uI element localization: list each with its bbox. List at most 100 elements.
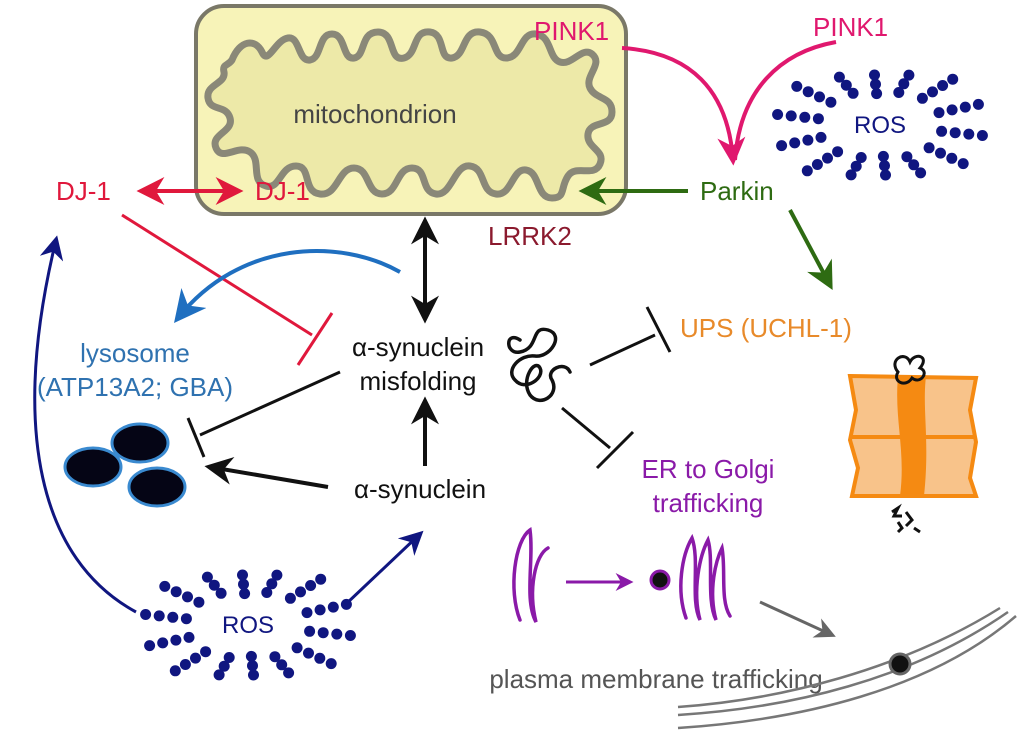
ros-dot xyxy=(305,580,317,591)
ros-dot xyxy=(871,88,883,100)
mitochondrion-cristae xyxy=(204,28,616,202)
ros-dot xyxy=(303,647,314,659)
ros-dot xyxy=(814,91,825,103)
lysosome-label-line2: (ATP13A2; GBA) xyxy=(37,372,233,402)
ros-dot xyxy=(344,630,356,641)
dj1-right-label: DJ-1 xyxy=(255,176,310,206)
synuclein-label: α-synuclein xyxy=(354,474,486,504)
ros-dot xyxy=(167,611,179,623)
ros-dot xyxy=(850,160,862,172)
ros-dot xyxy=(915,167,927,179)
ros-dot xyxy=(825,96,837,108)
synuclein-to-lysosome-arrow xyxy=(204,456,329,489)
ros-dot xyxy=(822,152,833,164)
ros-dot xyxy=(170,586,182,598)
ros-dot xyxy=(190,652,201,664)
parkin-to-ups-arrow xyxy=(788,209,833,290)
ros-dot xyxy=(933,107,945,119)
parkin-label: Parkin xyxy=(700,176,774,206)
ros-dot xyxy=(785,110,797,122)
ros-dot xyxy=(972,98,984,110)
dj1-inhibits-misfolding xyxy=(121,213,334,366)
pink1-inner-to-parkin-arrow xyxy=(621,46,746,166)
ros-to-dj1-arrow xyxy=(33,235,137,614)
ros-dot xyxy=(276,659,288,671)
ros-dot xyxy=(869,69,880,81)
plasma-membrane-icon xyxy=(677,606,1017,730)
ros-dot xyxy=(284,592,296,604)
misfolding-label-line1: α-synuclein xyxy=(352,332,484,362)
vesicle-plasma-membrane xyxy=(888,652,912,676)
ros-dot xyxy=(789,137,801,149)
ros-dot xyxy=(903,69,915,81)
misfolding-inhibits-lysosome xyxy=(186,370,341,458)
plasma-membrane-label: plasma membrane trafficking xyxy=(489,664,822,694)
ros-dot xyxy=(879,160,890,172)
aggregate-inhibits-er-golgi xyxy=(561,406,635,470)
pink1-outer-to-parkin-arrow xyxy=(733,40,837,161)
ros-dot xyxy=(791,80,803,92)
ros-dot xyxy=(947,73,959,85)
lysosome-label-line1: lysosome xyxy=(80,338,190,368)
lrrk2-label: LRRK2 xyxy=(488,221,572,251)
synuclein-aggregate-icon xyxy=(507,327,572,402)
vesicle-er-golgi xyxy=(649,569,671,591)
proteasome-icon xyxy=(847,354,979,534)
ros-dot xyxy=(812,113,824,125)
er-golgi-label-line1: ER to Golgi xyxy=(642,454,775,484)
ros-dot xyxy=(901,151,913,163)
ros-dot xyxy=(772,109,784,120)
ros-dot xyxy=(832,146,844,158)
misfolding-label-line2: misfolding xyxy=(359,366,476,396)
ros-dot xyxy=(937,80,949,91)
ros-dot xyxy=(153,610,165,622)
ros-dot xyxy=(317,627,329,639)
ros-dot xyxy=(169,665,181,677)
ros-dot xyxy=(213,669,225,681)
ros-dot xyxy=(201,571,213,583)
ros-dot xyxy=(845,169,857,181)
lysosome-vesicles xyxy=(63,422,187,508)
ros-dot xyxy=(815,131,827,143)
ros-dot xyxy=(936,125,948,137)
ros-dot xyxy=(331,628,343,640)
ros-dot xyxy=(811,159,823,170)
ros-dot xyxy=(218,660,230,672)
ros-dot xyxy=(801,165,813,177)
ros-dot xyxy=(880,169,891,181)
golgi-to-plasma-membrane-arrow xyxy=(759,600,836,638)
ros-to-synuclein-arrow xyxy=(344,530,424,606)
ros-dot xyxy=(180,613,192,625)
ros-dot xyxy=(271,569,283,581)
ros-dot xyxy=(238,578,249,590)
ros-dot xyxy=(215,587,227,599)
ros-top-label: ROS xyxy=(854,112,906,139)
ros-dot xyxy=(325,658,337,670)
ros-bottom-label: ROS xyxy=(222,612,274,639)
ros-cluster-top xyxy=(772,69,988,181)
ros-dot xyxy=(301,607,313,619)
mitochondrion-to-lysosome-arrow xyxy=(174,249,401,324)
ros-dot xyxy=(935,147,946,159)
ros-dot xyxy=(802,134,814,146)
er-golgi-label-line2: trafficking xyxy=(653,488,764,518)
ros-dot xyxy=(170,634,182,646)
ros-dot xyxy=(315,573,327,585)
ros-dot xyxy=(855,152,867,163)
ros-dot xyxy=(340,598,352,610)
ros-dot xyxy=(208,579,220,591)
ros-dot xyxy=(923,142,935,154)
ros-dot xyxy=(248,669,259,681)
ros-dot xyxy=(927,86,938,98)
ros-dot xyxy=(266,578,278,590)
ros-dot xyxy=(283,667,295,679)
ros-dot xyxy=(963,128,975,140)
ros-dot xyxy=(182,591,193,603)
ros-dot xyxy=(314,604,326,616)
ros-dot xyxy=(946,152,958,164)
ros-dot xyxy=(200,646,212,658)
ros-dot xyxy=(295,586,306,598)
dj1-left-label: DJ-1 xyxy=(56,176,111,206)
ros-dot xyxy=(840,79,852,91)
